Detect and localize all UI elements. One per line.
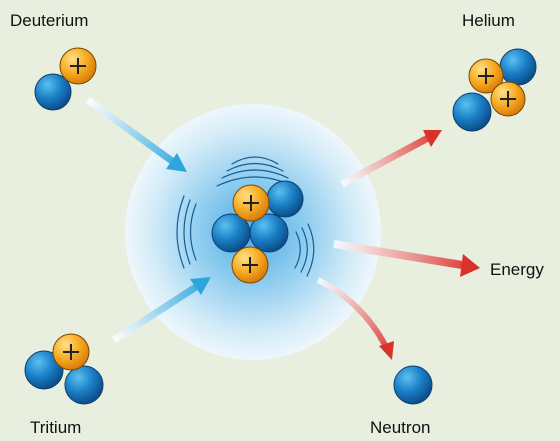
deuterium-atom [35,48,96,110]
energy-label: Energy [490,261,544,278]
neutron-particle [394,366,432,404]
neutron-particle [500,49,536,85]
helium-label: Helium [462,12,515,29]
neutron-particle [267,181,303,217]
neutron-particle [65,366,103,404]
tritium-label: Tritium [30,419,81,436]
neutron-particle [453,93,491,131]
neutron-label: Neutron [370,419,430,436]
tritium-atom [25,334,103,404]
deuterium-label: Deuterium [10,12,88,29]
helium-atom [453,49,536,131]
emitted-neutron [394,366,432,404]
helium-arrow [342,130,442,184]
